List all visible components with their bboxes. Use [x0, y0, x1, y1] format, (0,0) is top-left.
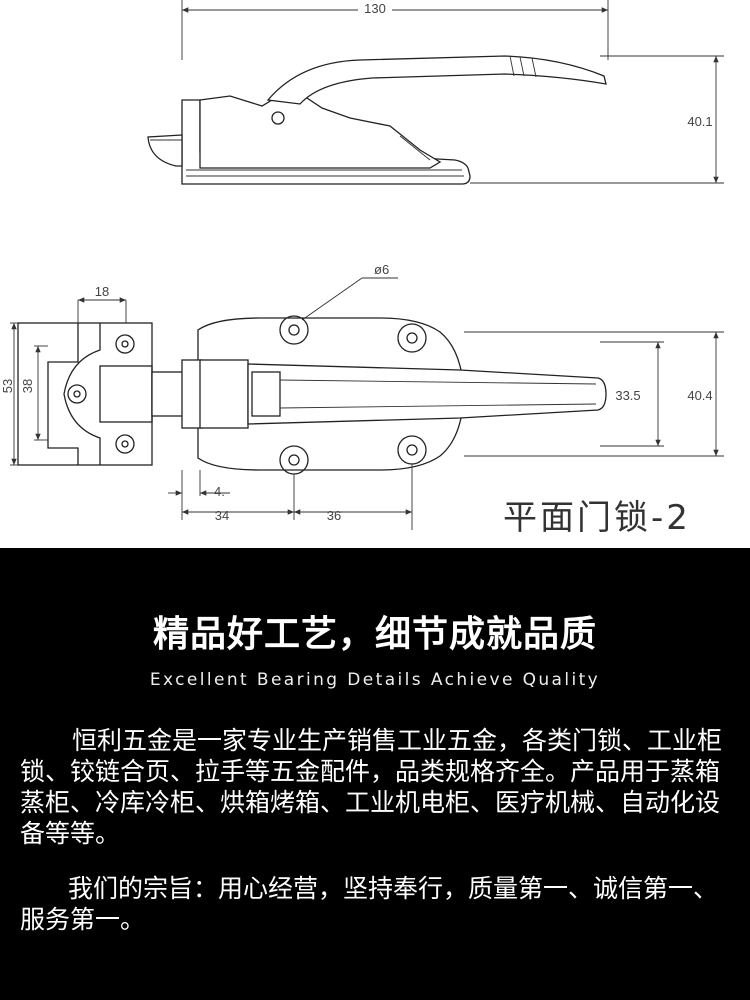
description-panel: 精品好工艺，细节成就品质 Excellent Bearing Details A… — [0, 548, 750, 1000]
strike-hole-center — [67, 384, 87, 404]
dim-label-38: 38 — [20, 379, 35, 393]
strike-plate-inner-outline — [47, 323, 79, 465]
company-intro-paragraph: 恒利五金是一家专业生产销售工业五金，各类门锁、工业柜锁、铰链合页、拉手等五金配件… — [20, 726, 723, 848]
headline: 精品好工艺，细节成就品质 — [152, 614, 597, 655]
strike-bracket-curve — [63, 323, 101, 465]
top-body-end — [181, 359, 203, 429]
top-handle-grip — [251, 371, 281, 417]
mount-hole-1 — [279, 315, 309, 345]
technical-drawing: 130 40.1 — [0, 0, 724, 530]
top-handle — [247, 363, 607, 425]
technical-drawing-panel: 130 40.1 — [0, 0, 750, 548]
hole-leader-line — [301, 277, 363, 321]
mount-hole-3 — [397, 323, 427, 353]
dim-label-53: 53 — [0, 379, 15, 393]
side-latch-tongue — [147, 134, 183, 167]
dim-label-34: 34 — [215, 508, 229, 523]
dim-label-130: 130 — [364, 1, 386, 16]
strike-hole-top — [115, 334, 135, 354]
top-body-housing — [199, 359, 249, 429]
side-body — [199, 87, 442, 169]
side-pivot-hole — [271, 111, 285, 125]
top-view: 18 53 38 — [0, 262, 724, 530]
dim-label-33-5: 33.5 — [615, 388, 640, 403]
subheadline: Excellent Bearing Details Achieve Qualit… — [149, 670, 601, 690]
dim-label-18: 18 — [95, 284, 109, 299]
top-latch-tongue — [151, 371, 187, 417]
side-view: 130 40.1 — [147, 0, 724, 185]
strike-hole-bottom — [115, 434, 135, 454]
dim-label-40-1: 40.1 — [687, 114, 712, 129]
product-label: 平面门锁-2 — [503, 498, 691, 538]
dim-label-hole: ø6 — [374, 262, 389, 277]
dim-label-4: 4. — [214, 484, 225, 499]
side-handle — [266, 55, 607, 105]
dim-label-36: 36 — [327, 508, 341, 523]
dim-label-40-4: 40.4 — [687, 388, 712, 403]
company-mission-paragraph: 我们的宗旨：用心经营，坚持奉行，质量第一、诚信第一、服务第一。 — [20, 874, 719, 934]
